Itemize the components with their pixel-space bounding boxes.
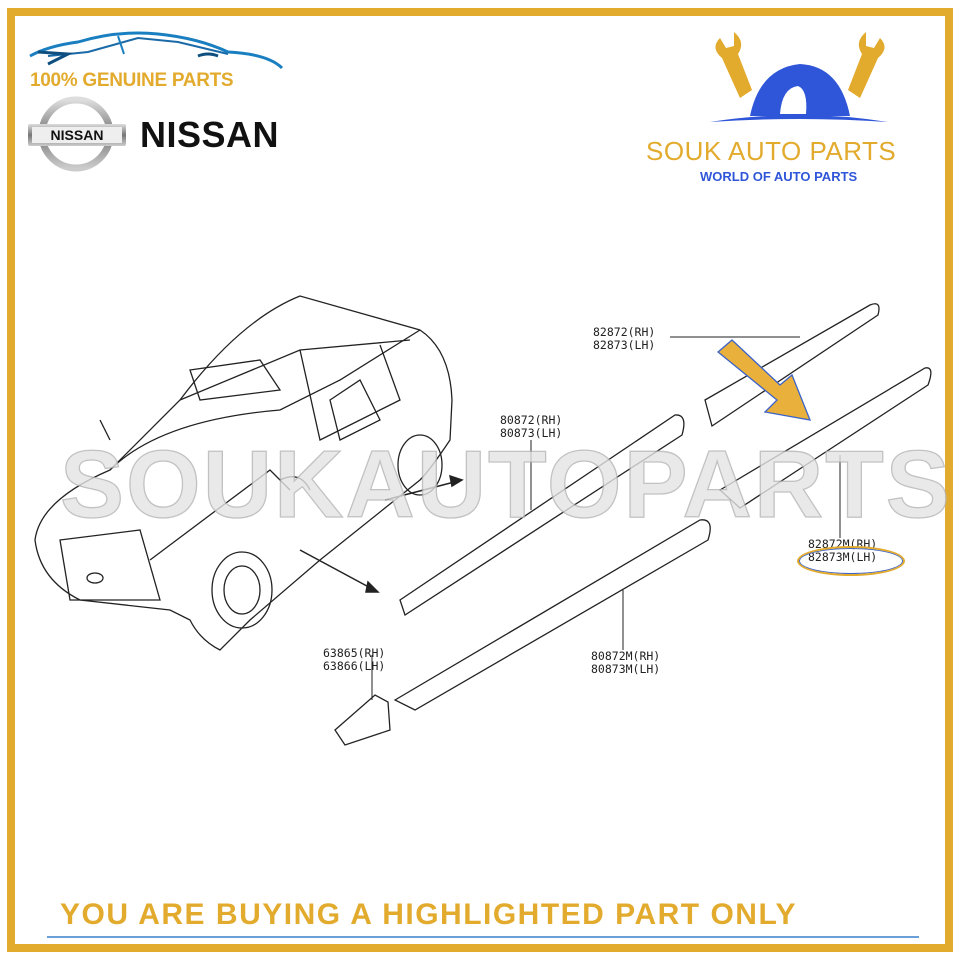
part-80872 xyxy=(399,414,685,617)
souk-tagline: WORLD OF AUTO PARTS xyxy=(700,169,858,184)
notice-banner: YOU ARE BUYING A HIGHLIGHTED PART ONLY xyxy=(60,898,798,931)
highlight-arrow-icon xyxy=(716,339,812,421)
souk-brand-name: SOUK AUTO PARTS xyxy=(646,136,897,166)
part-label: 80872(RH) 80873(LH) xyxy=(500,413,563,440)
nissan-wordmark: NISSAN xyxy=(140,114,280,155)
suv-drawing xyxy=(34,295,453,651)
banner-underline xyxy=(47,936,919,938)
svg-text:NISSAN: NISSAN xyxy=(51,127,104,143)
part-label: 82872(RH) 82873(LH) xyxy=(593,325,656,352)
leader-lines xyxy=(371,336,841,700)
car-silhouette-logo xyxy=(29,31,284,70)
image-frame xyxy=(7,8,953,952)
part-63865 xyxy=(334,694,391,746)
part-82872 xyxy=(704,303,880,428)
part-80872m xyxy=(393,519,711,711)
pointer-arrows xyxy=(299,474,464,593)
highlight-ellipse xyxy=(797,546,905,576)
part-label: 80872M(RH) 80873M(LH) xyxy=(591,649,661,676)
part-82872m-highlighted xyxy=(718,367,932,509)
part-label: 63865(RH) 63866(LH) xyxy=(323,646,386,673)
souk-logo-icon xyxy=(710,32,888,122)
nissan-emblem-logo: NISSAN xyxy=(28,96,126,172)
molding-parts xyxy=(334,303,932,746)
genuine-parts-tagline: 100% GENUINE PARTS xyxy=(30,70,234,91)
